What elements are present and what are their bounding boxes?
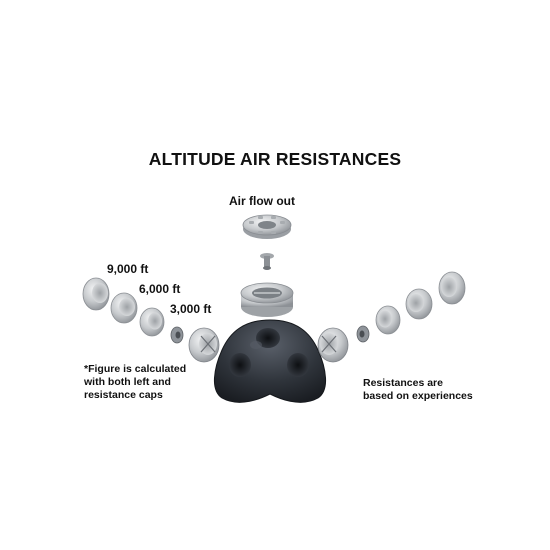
right-footnote: Resistances are based on experiences	[363, 377, 473, 403]
left-footnote-line-1: *Figure is calculated	[84, 363, 187, 375]
left-valve-disc-icon	[170, 326, 184, 344]
top-vent-housing-icon	[240, 282, 294, 317]
left-footnote-line-3: resistance caps	[84, 389, 163, 401]
right-valve-housing-icon	[317, 327, 349, 363]
right-cap-3000-icon	[375, 305, 401, 335]
right-footnote-line-1: Resistances are	[363, 377, 443, 389]
mask-body-icon	[214, 319, 326, 403]
left-cap-9000-icon	[82, 277, 110, 311]
altitude-label-3000: 3,000 ft	[170, 302, 212, 316]
altitude-label-6000: 6,000 ft	[139, 282, 181, 296]
right-valve-disc-icon	[356, 325, 370, 343]
right-cap-9000-icon	[438, 271, 466, 305]
altitude-label-9000: 9,000 ft	[107, 262, 149, 276]
left-footnote-line-2: with both left and	[84, 376, 171, 388]
top-vent-pin-icon	[260, 253, 274, 270]
top-vent-cap-icon	[242, 214, 292, 239]
page-title: ALTITUDE AIR RESISTANCES	[148, 149, 402, 169]
airflow-label: Air flow out	[229, 194, 295, 208]
right-cap-6000-icon	[405, 288, 433, 320]
right-footnote-line-2: based on experiences	[363, 390, 473, 402]
left-valve-housing-icon	[188, 327, 220, 363]
left-footnote: *Figure is calculated with both left and…	[84, 363, 186, 402]
left-cap-3000-icon	[139, 307, 165, 337]
left-cap-6000-icon	[110, 292, 138, 324]
